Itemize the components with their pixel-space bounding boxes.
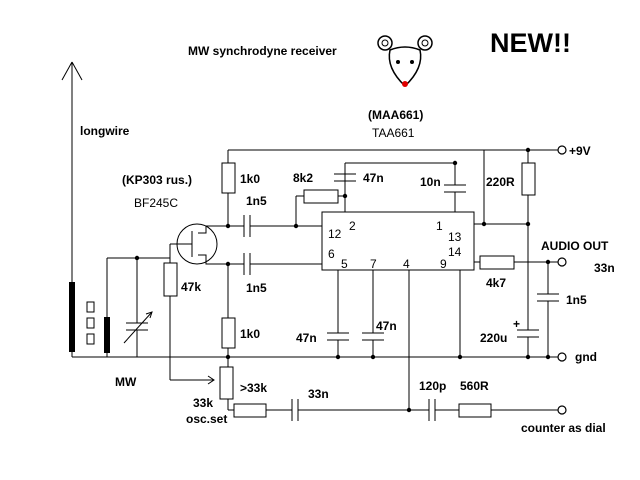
audio-out-terminal[interactable] bbox=[557, 257, 567, 267]
resistor-4k7-label: 4k7 bbox=[486, 276, 506, 290]
ic-pin-4: 4 bbox=[403, 257, 410, 271]
resistor-gt33k-label: >33k bbox=[240, 381, 267, 395]
ic-pin-5: 5 bbox=[341, 257, 348, 271]
resistor-8k2-icon bbox=[303, 189, 339, 204]
cap-120p-label: 120p bbox=[419, 379, 446, 393]
gnd-label: gnd bbox=[575, 350, 597, 364]
new-badge: NEW!! bbox=[490, 28, 571, 58]
resistor-47k-icon bbox=[163, 262, 178, 297]
variable-capacitor-icon bbox=[123, 255, 153, 357]
cap-1n5-top-label: 1n5 bbox=[246, 194, 267, 208]
resistor-8k2-label: 8k2 bbox=[293, 171, 313, 185]
cap-47n-pin5-label: 47n bbox=[296, 331, 317, 345]
ic-pin-9: 9 bbox=[440, 257, 447, 271]
ic-pin-1: 1 bbox=[436, 219, 443, 233]
counter-label: counter as dial bbox=[521, 421, 606, 435]
potentiometer-osc-set-icon[interactable] bbox=[219, 366, 234, 400]
resistor-560r-icon bbox=[458, 403, 492, 418]
resistor-220r-label: 220R bbox=[486, 175, 515, 189]
supply-terminal[interactable] bbox=[557, 145, 567, 155]
resistor-220r-icon bbox=[521, 162, 536, 196]
cap-1n5-out-label: 1n5 bbox=[566, 293, 587, 307]
fet-alt-name: (KP303 rus.) bbox=[122, 173, 192, 187]
resistor-1k0-top-icon bbox=[221, 162, 236, 194]
audio-out-label: AUDIO OUT bbox=[541, 239, 609, 253]
cap-10n-label: 10n bbox=[420, 175, 441, 189]
gnd-terminal[interactable] bbox=[557, 352, 567, 362]
resistor-4k7-icon bbox=[479, 255, 515, 270]
fet-transistor-icon bbox=[170, 223, 228, 265]
cap-47n-pin7-label: 47n bbox=[376, 319, 397, 333]
cap-220u-plus: + bbox=[513, 317, 520, 331]
ferrite-coil-icon bbox=[69, 258, 110, 357]
ic-pin-7: 7 bbox=[370, 257, 377, 271]
cap-1n5-bottom-label: 1n5 bbox=[246, 281, 267, 295]
resistor-560r-label: 560R bbox=[460, 379, 489, 393]
ic-pin-14: 14 bbox=[448, 245, 462, 259]
fet-name: BF245C bbox=[134, 196, 178, 210]
resistor-1k0-bottom-label: 1k0 bbox=[240, 327, 260, 341]
mouse-mascot-icon bbox=[377, 35, 433, 88]
antenna-icon bbox=[61, 61, 83, 282]
ic-pin-6: 6 bbox=[328, 247, 335, 261]
schematic-title: MW synchrodyne receiver bbox=[188, 44, 337, 58]
supply-label: +9V bbox=[569, 144, 591, 158]
resistor-1k0-bottom-icon bbox=[221, 317, 236, 349]
ic-pin-2: 2 bbox=[349, 219, 356, 233]
osc-set-label: osc.set bbox=[186, 412, 227, 426]
resistor-1k0-top-label: 1k0 bbox=[240, 172, 260, 186]
cap-220u-label: 220u bbox=[480, 331, 507, 345]
ic-alt-name: (MAA661) bbox=[368, 108, 423, 122]
mw-coil-label: MW bbox=[115, 375, 137, 389]
cap-33n-out-label: 33n bbox=[594, 261, 615, 275]
counter-terminal[interactable] bbox=[557, 405, 567, 415]
resistor-47k-label: 47k bbox=[181, 280, 201, 294]
ic-pin-13: 13 bbox=[448, 230, 462, 244]
ic-pin-12: 12 bbox=[328, 227, 342, 241]
resistor-osc-bottom-icon bbox=[233, 403, 267, 418]
cap-33n-bottom-label: 33n bbox=[308, 387, 329, 401]
antenna-label: longwire bbox=[80, 124, 130, 138]
ic-name: TAA661 bbox=[372, 126, 415, 140]
osc-set-value: 33k bbox=[193, 396, 213, 410]
cap-47n-top-label: 47n bbox=[363, 171, 384, 185]
ic-taa661-icon bbox=[321, 211, 475, 271]
